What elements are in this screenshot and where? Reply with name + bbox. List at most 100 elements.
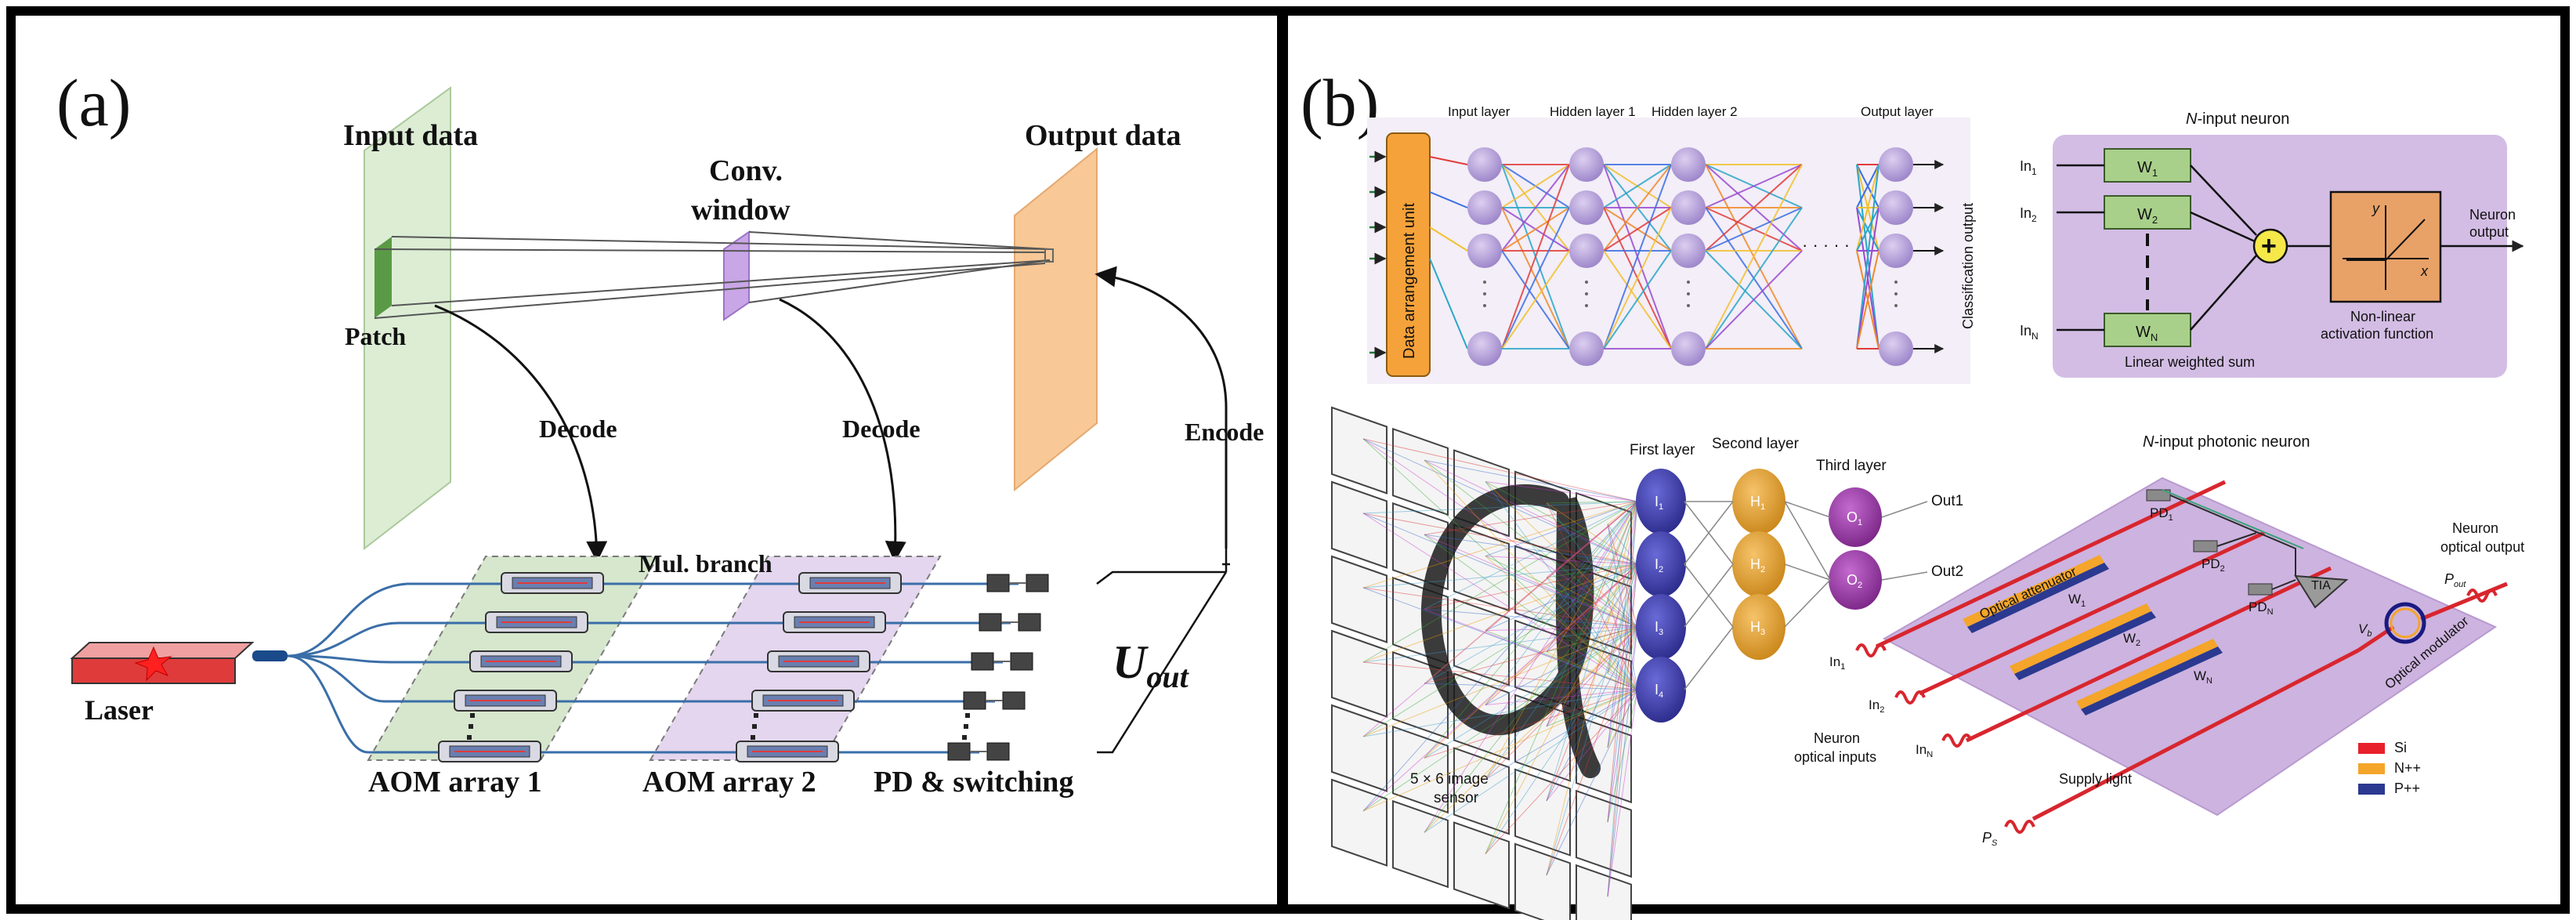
output-data-plane — [1014, 147, 1098, 492]
classification-output-label: Classification output — [1960, 203, 1976, 329]
material-legend: SiN++ P++ — [2358, 740, 2421, 796]
photonic-pdn: PDN — [2249, 599, 2274, 617]
activation-x-axis: x — [2420, 263, 2429, 279]
decode-label-2: Decode — [842, 415, 921, 443]
data-arrangement-unit — [1386, 132, 1431, 377]
first-layer-nodes — [1636, 469, 1686, 723]
ann-node — [1467, 147, 1502, 182]
output-layer-label: Output layer — [1861, 104, 1934, 119]
input-layer-label: Input layer — [1448, 104, 1511, 119]
photonic-pout: Pout — [2444, 571, 2466, 589]
activation-label-1: Non-linear — [2350, 309, 2415, 324]
legend-item: Si — [2358, 740, 2407, 755]
neuron-weights — [2104, 148, 2191, 347]
pd-switch — [947, 742, 1010, 761]
ann-node — [1569, 147, 1604, 182]
neuron-in2: In2 — [2020, 205, 2037, 224]
aom-modulator — [469, 650, 573, 672]
pd-switch — [979, 613, 1041, 632]
ann-node — [1879, 190, 1913, 225]
ann-input-arrows — [1369, 150, 1468, 359]
ann-node — [1671, 331, 1706, 366]
photonic-wn: WN — [2194, 668, 2212, 686]
photonic-in1: In1 — [1829, 654, 1845, 672]
sensor-pixel — [1392, 427, 1449, 516]
panel-b: (b) Data arrangement unit · · · · · Inpu… — [1279, 6, 2570, 920]
ann-nodes — [1467, 147, 1945, 366]
node-h3: H3 — [1750, 619, 1765, 637]
legend-item: P++ — [2358, 781, 2420, 796]
first-layer-label: First layer — [1630, 442, 1695, 458]
conv-window-title-1: Conv. — [709, 154, 783, 187]
legend-label: N++ — [2394, 760, 2421, 776]
laser-block — [70, 642, 255, 659]
photonic-chip-plate — [1882, 476, 2498, 817]
legend-item: N++ — [2358, 760, 2421, 776]
aom-modulator — [454, 690, 557, 712]
photonic-ps: PS — [1982, 830, 1998, 848]
laser-label: Laser — [85, 694, 154, 726]
input-waves — [1855, 589, 2498, 834]
neuron-wn: WN — [2136, 324, 2158, 343]
sensor-pixel — [1392, 725, 1449, 814]
ann-node — [1569, 331, 1604, 366]
supply-light-label: Supply light — [2059, 771, 2132, 787]
legend-label: Si — [2394, 740, 2407, 755]
neuron-optical-inputs-2: optical inputs — [1794, 749, 1876, 765]
sensor-connections — [1362, 438, 1638, 897]
sum-symbol: + — [2261, 231, 2277, 261]
sensor-label-1: 5 × 6 image — [1410, 771, 1489, 788]
encode-label: Encode — [1185, 418, 1264, 446]
third-layer-label: Third layer — [1816, 458, 1887, 474]
decode-arrow-2 — [779, 298, 906, 563]
patch-square — [374, 237, 392, 318]
sensor-pixel — [1453, 598, 1510, 686]
data-arrangement-unit-label: Data arrangement unit — [1401, 203, 1418, 359]
aom-modulator — [485, 611, 588, 633]
sensor-pixel — [1453, 523, 1510, 612]
ann-node — [1671, 190, 1706, 225]
ring-modulator — [2384, 602, 2426, 644]
pd-switching-label: PD & switching — [874, 766, 1073, 799]
aom-modulator — [798, 572, 902, 594]
aom-array-2-label: AOM array 2 — [642, 766, 816, 799]
sensor-pixel — [1331, 406, 1387, 494]
neuron-output-label-2: output — [2469, 224, 2509, 240]
third-layer-nodes — [1829, 487, 1882, 610]
sensor-pixel — [1331, 480, 1387, 569]
node-h2: H2 — [1750, 556, 1765, 574]
pd-switch — [963, 691, 1026, 710]
photonic-layers: I1 I2 I3 I4 H1 H2 H3 O1 O2 — [1636, 469, 1928, 723]
aom-modulator — [736, 741, 839, 762]
sensor-pixel — [1514, 842, 1571, 920]
sensor-pixel — [1453, 747, 1510, 835]
neuron-optical-output-1: Neuron — [2452, 520, 2498, 536]
neuron-sum-lines — [2190, 165, 2524, 331]
node-i2: I2 — [1655, 556, 1663, 574]
encode-arrow — [1094, 266, 1228, 549]
ann-node — [1671, 234, 1706, 268]
ann-ellipsis: · · · · · — [1802, 235, 1850, 255]
neuron-inn: InN — [2020, 323, 2039, 342]
aom-array-1-label: AOM array 1 — [368, 766, 542, 799]
activation-axes — [2343, 205, 2429, 290]
node-o1: O1 — [1847, 509, 1862, 527]
output-data-title: Output data — [1025, 119, 1181, 152]
node-i4: I4 — [1655, 682, 1663, 700]
photonic-in2: In2 — [1869, 697, 1884, 715]
photonic-inn: InN — [1916, 742, 1933, 759]
attenuators — [1963, 555, 2223, 715]
node-i1: I1 — [1655, 494, 1663, 512]
layer-interconnect — [1684, 501, 1928, 690]
laser-star-icon — [134, 646, 172, 682]
dots-aom1 — [467, 713, 970, 740]
fiber-coupler — [252, 650, 288, 661]
legend-swatch — [2358, 784, 2385, 795]
photonic-neuron-title: N-input photonic neuron — [2143, 433, 2310, 451]
neuron-in1: In1 — [2020, 158, 2037, 177]
panel-a-label: (a) — [56, 65, 131, 140]
neuron-title: N-input neuron — [2186, 110, 2289, 128]
ann-node — [1569, 190, 1604, 225]
sensor-pixel — [1392, 799, 1449, 889]
